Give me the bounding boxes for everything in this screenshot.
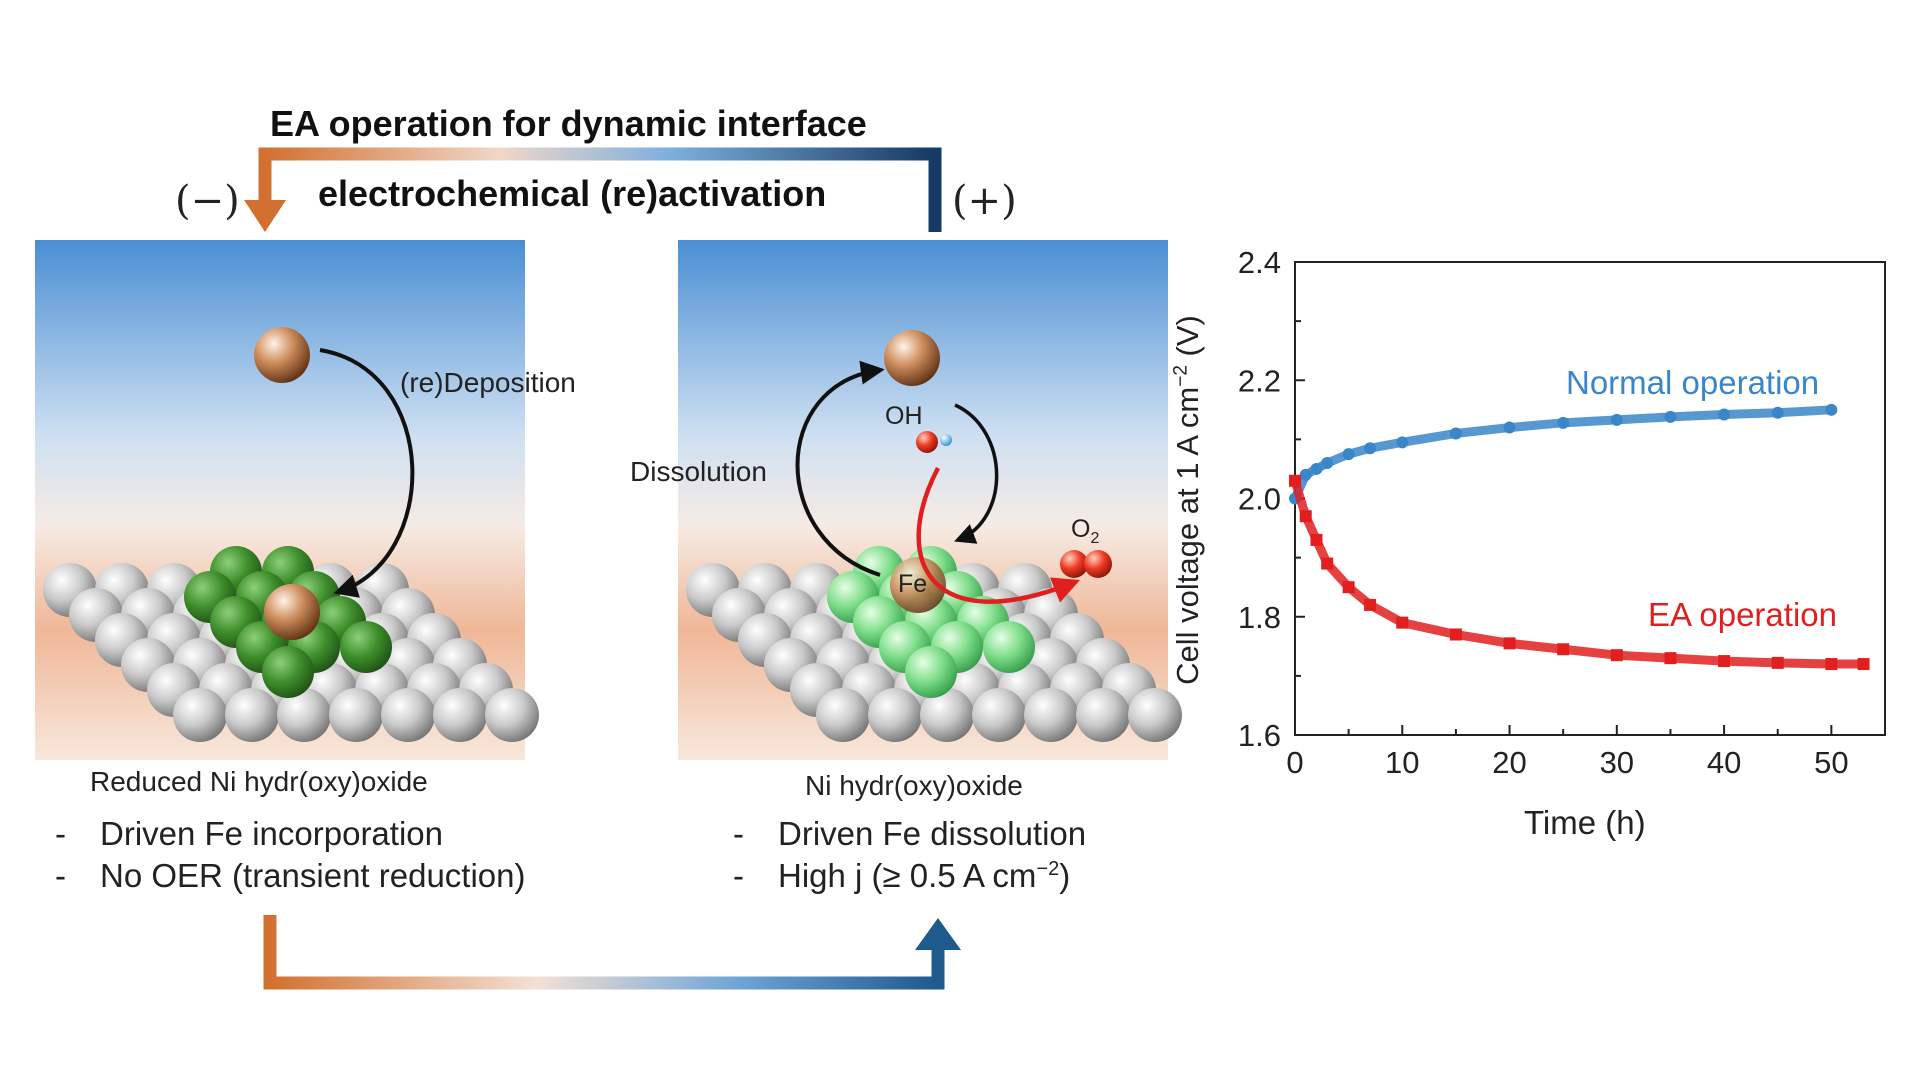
- right-bullet-2-close: ): [1059, 857, 1071, 894]
- o2-atom-1: [1060, 550, 1088, 578]
- x-tick-label: 30: [1600, 745, 1634, 780]
- y-tick-label: 2.0: [1238, 482, 1281, 517]
- y-axis-title-unit: (V): [1170, 315, 1205, 366]
- y-tick-label: 1.8: [1238, 600, 1281, 635]
- ni-atom: [1128, 688, 1182, 742]
- oh-hydrogen: [940, 434, 952, 446]
- legend-ea-operation: EA operation: [1648, 596, 1837, 633]
- o2-label-subscript: 2: [1090, 530, 1100, 547]
- series-normal-operation: [1289, 403, 1838, 505]
- cluster-atom: [262, 646, 314, 698]
- ni-atom: [485, 688, 539, 742]
- o2-label-text: O: [1071, 515, 1091, 543]
- ni-atom: [1024, 688, 1078, 742]
- ni-atom: [1076, 688, 1130, 742]
- oh-oxygen: [916, 431, 938, 453]
- positive-pole-label: (+): [952, 178, 1017, 224]
- top-cycle-arrow: [244, 147, 942, 232]
- o2-label: O2: [1071, 515, 1099, 548]
- cluster-atom: [340, 621, 392, 673]
- ni-atom: [816, 688, 870, 742]
- series-trace: [1290, 405, 1836, 503]
- right-fe-surface: [890, 557, 946, 613]
- right-panel-label: Ni hydr(oxy)oxide: [805, 770, 1023, 801]
- ni-atom: [225, 688, 279, 742]
- left-bullet-dash-1: -: [55, 815, 66, 852]
- cluster-atom: [983, 621, 1035, 673]
- ni-atom: [381, 688, 435, 742]
- y-axis-title-sup: −2: [1170, 365, 1192, 387]
- ni-atom: [972, 688, 1026, 742]
- left-bullet-1: Driven Fe incorporation: [100, 815, 443, 852]
- right-panel: [678, 240, 1182, 760]
- ni-atom: [868, 688, 922, 742]
- left-fe-ion-top: [254, 327, 310, 383]
- series-trace: [1290, 476, 1869, 669]
- y-axis-title-main: Cell voltage at 1 A cm: [1170, 386, 1205, 685]
- ni-atom: [433, 688, 487, 742]
- o2-atom-2: [1084, 550, 1112, 578]
- y-axis-ticks: 1.6 1.8 2.0 2.2 2.4: [1238, 245, 1305, 753]
- oh-label: OH: [885, 402, 923, 430]
- deposition-annotation: (re)Deposition: [400, 367, 576, 398]
- x-tick-label: 20: [1492, 745, 1526, 780]
- right-bullet-2: High j (≥ 0.5 A cm−2): [778, 857, 1070, 895]
- figure-subtitle: electrochemical (re)activation: [318, 173, 827, 214]
- voltage-chart: 1.6 1.8 2.0 2.2 2.4 0 10 20 30 40 50: [1238, 245, 1886, 780]
- y-tick-label: 2.4: [1238, 245, 1281, 280]
- left-bullet-2: No OER (transient reduction): [100, 857, 526, 894]
- right-bullet-1: Driven Fe dissolution: [778, 815, 1087, 852]
- x-tick-label: 40: [1707, 745, 1741, 780]
- y-tick-label: 2.2: [1238, 363, 1281, 398]
- left-fe-ni-cluster: [184, 546, 392, 698]
- ni-atom: [920, 688, 974, 742]
- left-deposition-arrow: [319, 348, 415, 598]
- dissolution-annotation: Dissolution: [630, 456, 767, 487]
- left-fe-deposited: [264, 584, 320, 640]
- right-fe-ion-top: [884, 330, 940, 386]
- fe-label: Fe: [898, 570, 928, 598]
- y-axis-title: Cell voltage at 1 A cm−2 (V): [1170, 315, 1206, 685]
- right-bullet-2-sup: −2: [1036, 858, 1060, 880]
- cluster-atom: [905, 646, 957, 698]
- series-ea-operation: [1289, 474, 1870, 671]
- right-bullet-2-main: High j (≥ 0.5 A cm: [778, 857, 1037, 894]
- right-bullet-dash-1: -: [733, 815, 744, 852]
- right-oer-arrow: [916, 466, 1081, 604]
- figure-title: EA operation for dynamic interface: [270, 103, 867, 144]
- left-panel: [35, 240, 539, 760]
- left-panel-label: Reduced Ni hydr(oxy)oxide: [90, 766, 428, 797]
- negative-pole-label: (−): [175, 178, 240, 224]
- x-tick-label: 50: [1814, 745, 1848, 780]
- right-oh-arrow: [954, 403, 999, 544]
- x-tick-label: 10: [1385, 745, 1419, 780]
- legend-normal-operation: Normal operation: [1566, 364, 1820, 401]
- right-dissolution-arrow: [795, 360, 885, 577]
- left-bullet-dash-2: -: [55, 857, 66, 894]
- ni-atom: [173, 688, 227, 742]
- ni-atom: [277, 688, 331, 742]
- y-tick-label: 1.6: [1238, 718, 1281, 753]
- bottom-cycle-arrow: [263, 915, 961, 990]
- x-axis-title: Time (h): [1524, 804, 1646, 841]
- right-bullet-dash-2: -: [733, 857, 744, 894]
- x-tick-label: 0: [1286, 745, 1303, 780]
- ni-atom: [329, 688, 383, 742]
- x-axis-ticks: 0 10 20 30 40 50: [1286, 725, 1849, 780]
